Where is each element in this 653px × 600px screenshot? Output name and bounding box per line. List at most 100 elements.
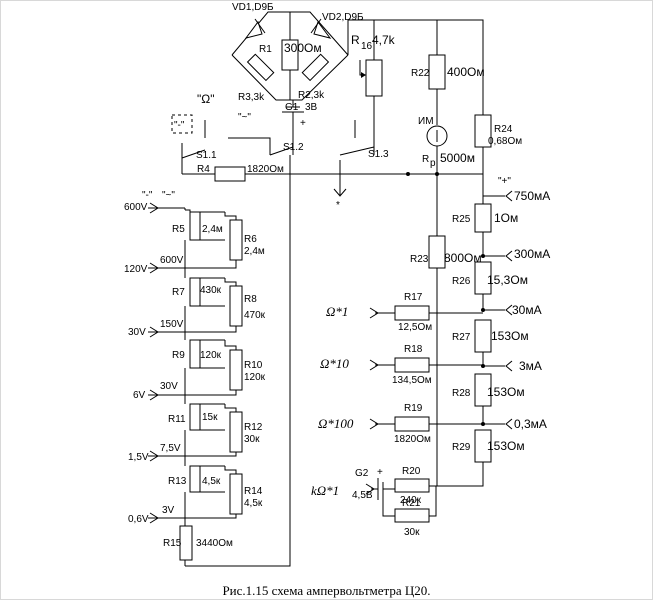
r17-value: 12,5Ом <box>398 322 432 333</box>
r15-value: 3440Ом <box>196 538 233 549</box>
a30-label: 30мА <box>512 303 542 317</box>
r21-label: R21 <box>402 498 421 509</box>
r21-resistor <box>394 508 430 523</box>
r17-resistor <box>394 305 430 321</box>
v120-label: 120V <box>124 264 148 275</box>
r4-value: 1820Ом <box>247 164 284 175</box>
r25-resistor <box>474 203 492 233</box>
r15-resistor <box>179 525 193 561</box>
voltage-chain: R5 2,4м R6 2,4м 600V "-" "~" 600V 120V R… <box>124 190 266 566</box>
g1-value: 3B <box>305 102 318 113</box>
g2-value: 4,5В <box>352 490 373 501</box>
r13-value: 4,5к <box>202 476 221 487</box>
r1-value: 300Ом <box>284 41 322 55</box>
r10-value: 120к <box>244 372 266 383</box>
r11-value: 15к <box>202 412 218 423</box>
r7-label: R7 <box>172 287 185 298</box>
r7-value: 430к <box>200 285 222 296</box>
a300-label: 300мА <box>514 247 550 261</box>
r19-resistor <box>394 416 430 432</box>
plus-terminal-label: "+" <box>498 176 511 187</box>
r27-value: 153Ом <box>491 329 529 343</box>
g2-plus: + <box>377 467 383 478</box>
s13-label: S1.3 <box>368 149 389 160</box>
v15-label: 1,5V <box>128 452 149 463</box>
kohm1-label: kΩ*1 <box>311 483 339 498</box>
vd1-label: VD1,D9Б <box>232 2 274 13</box>
r11-resistor <box>189 403 201 431</box>
r21-value: 30к <box>404 527 420 538</box>
r18-label: R18 <box>404 344 423 355</box>
r26-value: 15,3Ом <box>487 273 528 287</box>
v75-label: 7,5V <box>160 443 181 454</box>
r16-value: 4,7k <box>372 33 396 47</box>
v30b-label: 30V <box>160 381 178 392</box>
voltage-divider-frame <box>185 155 291 567</box>
r8-resistor <box>229 285 243 327</box>
v6-label: 6V <box>133 390 146 401</box>
dc-switch-label: "-" <box>174 120 185 131</box>
r16-potentiometer: R 16 4,7k <box>350 19 396 140</box>
switch-s1: "Ω" "~" "-" S1.1 S1.2 S1.3 R4 1820Ом * <box>171 92 439 211</box>
r29-value: 153Ом <box>487 439 525 453</box>
v150-label: 150V <box>160 319 184 330</box>
r5-value: 2,4м <box>202 224 223 235</box>
g1-battery: G1 3B + <box>282 100 318 130</box>
r9-value: 120к <box>200 350 222 361</box>
s12-label: S1.2 <box>283 142 304 153</box>
r19-value: 1820Ом <box>394 434 431 445</box>
r24-label: R24 <box>494 124 513 135</box>
r17-label: R17 <box>404 292 423 303</box>
r5-label: R5 <box>172 224 185 235</box>
r12-label: R12 <box>244 422 263 433</box>
r5-resistor <box>189 211 201 241</box>
dc-terminal-label: "-" <box>142 190 153 201</box>
r10-resistor <box>229 349 243 391</box>
r16-sub: 16 <box>361 41 373 52</box>
r16-resistor <box>365 59 383 97</box>
r11-label: R11 <box>168 414 186 425</box>
r29-label: R29 <box>452 442 471 453</box>
g1-label: G1 <box>285 102 299 113</box>
r20-label: R20 <box>402 466 421 477</box>
a750-label: 750мА <box>514 189 550 203</box>
vd2-label: VD2,D9Б <box>322 12 364 23</box>
r22-label: R22 <box>411 68 430 79</box>
v06-label: 0,6V <box>128 514 149 525</box>
r28-value: 153Ом <box>487 385 525 399</box>
r6-value: 2,4м <box>244 246 265 257</box>
r20-resistor <box>394 478 430 493</box>
meter-label: ИМ <box>418 116 434 127</box>
r2-label: R2,3k <box>298 90 325 101</box>
a03-label: 0,3мА <box>514 417 547 431</box>
r2-resistor <box>301 53 330 82</box>
r3-label: R3,3k <box>238 92 265 103</box>
a3-label: 3мА <box>519 359 542 373</box>
diode-bridge: VD1,D9Б VD2,D9Б R1 300Ом R3,3k R2,3k <box>231 2 364 103</box>
rp-value: 5000м <box>440 151 475 165</box>
r4-label: R4 <box>197 164 210 175</box>
r4-resistor <box>214 166 246 182</box>
ohm10-label: Ω*10 <box>320 356 349 371</box>
r19-label: R19 <box>404 403 423 414</box>
r9-label: R9 <box>172 350 185 361</box>
r22-resistor <box>428 54 446 90</box>
g2-label: G2 <box>355 468 369 479</box>
vd1-diode-icon <box>244 18 266 39</box>
g1-plus: + <box>300 118 306 129</box>
r13-label: R13 <box>168 476 187 487</box>
rp-label: R <box>422 154 429 165</box>
r16-label: R <box>351 33 360 47</box>
r3-resistor <box>246 53 275 82</box>
ac-switch-label: "~" <box>238 112 251 123</box>
r6-label: R6 <box>244 234 257 245</box>
r28-label: R28 <box>452 388 471 399</box>
r27-resistor <box>474 319 492 353</box>
ohm100-label: Ω*100 <box>318 416 354 431</box>
r12-resistor <box>229 411 243 453</box>
r14-value: 4,5к <box>244 498 263 509</box>
r9-resistor <box>189 339 201 369</box>
r18-value: 134,5Ом <box>392 375 432 386</box>
